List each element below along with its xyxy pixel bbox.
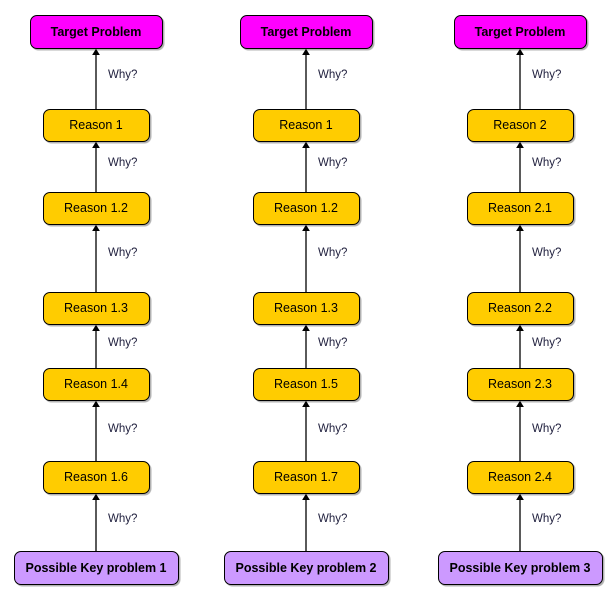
- column-3-why-label-3: Why?: [532, 247, 562, 259]
- column-1-why-label-2: Why?: [108, 157, 138, 169]
- column-2-why-label-4: Why?: [318, 337, 348, 349]
- column-3-reason-5-node[interactable]: Reason 2.4: [466, 461, 574, 494]
- column-2-reason-5-node[interactable]: Reason 1.7: [252, 461, 360, 494]
- column-1-target-problem-node[interactable]: Target Problem: [29, 15, 163, 49]
- column-1-key-problem-node[interactable]: Possible Key problem 1: [13, 551, 179, 585]
- column-2-why-label-2: Why?: [318, 157, 348, 169]
- column-3-reason-2-node[interactable]: Reason 2.1: [466, 192, 574, 225]
- column-3-why-label-2: Why?: [532, 157, 562, 169]
- column-1-why-label-6: Why?: [108, 513, 138, 525]
- column-1-why-label-3: Why?: [108, 247, 138, 259]
- column-2-target-problem-node[interactable]: Target Problem: [239, 15, 373, 49]
- column-1-why-label-4: Why?: [108, 337, 138, 349]
- column-2-why-label-3: Why?: [318, 247, 348, 259]
- column-3-reason-4-node[interactable]: Reason 2.3: [466, 368, 574, 401]
- column-1-why-label-5: Why?: [108, 423, 138, 435]
- column-1-reason-4-node[interactable]: Reason 1.4: [42, 368, 150, 401]
- column-3-why-label-1: Why?: [532, 69, 562, 81]
- column-3-target-problem-node[interactable]: Target Problem: [453, 15, 587, 49]
- column-3-reason-1-node[interactable]: Reason 2: [466, 109, 574, 142]
- column-3-reason-3-node[interactable]: Reason 2.2: [466, 292, 574, 325]
- column-2-reason-2-node[interactable]: Reason 1.2: [252, 192, 360, 225]
- column-2-reason-3-node[interactable]: Reason 1.3: [252, 292, 360, 325]
- column-2-key-problem-node[interactable]: Possible Key problem 2: [223, 551, 389, 585]
- column-2-reason-1-node[interactable]: Reason 1: [252, 109, 360, 142]
- column-3-why-label-5: Why?: [532, 423, 562, 435]
- column-1-reason-2-node[interactable]: Reason 1.2: [42, 192, 150, 225]
- column-1-why-label-1: Why?: [108, 69, 138, 81]
- column-1-reason-1-node[interactable]: Reason 1: [42, 109, 150, 142]
- column-2-why-label-6: Why?: [318, 513, 348, 525]
- column-1-reason-5-node[interactable]: Reason 1.6: [42, 461, 150, 494]
- column-2-why-label-5: Why?: [318, 423, 348, 435]
- column-3-key-problem-node[interactable]: Possible Key problem 3: [437, 551, 603, 585]
- column-1-reason-3-node[interactable]: Reason 1.3: [42, 292, 150, 325]
- column-2-why-label-1: Why?: [318, 69, 348, 81]
- column-3-why-label-4: Why?: [532, 337, 562, 349]
- column-2-reason-4-node[interactable]: Reason 1.5: [252, 368, 360, 401]
- column-3-why-label-6: Why?: [532, 513, 562, 525]
